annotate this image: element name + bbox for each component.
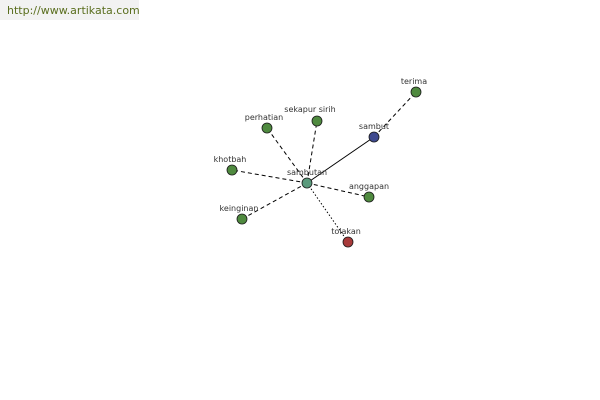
edge-sambutan-sambut bbox=[306, 136, 375, 184]
node-anggapan[interactable] bbox=[363, 191, 375, 203]
node-keinginan[interactable] bbox=[236, 213, 248, 225]
graph-nodes bbox=[226, 86, 422, 248]
node-label-khotbah[interactable]: khotbah bbox=[214, 155, 247, 164]
edge-sambutan-tolakan bbox=[306, 182, 349, 243]
site-url-banner[interactable]: http://www.artikata.com bbox=[0, 0, 140, 20]
edge-sambutan-anggapan bbox=[306, 182, 370, 198]
node-label-sekapur-sirih[interactable]: sekapur sirih bbox=[284, 105, 335, 114]
node-label-sambutan[interactable]: sambutan bbox=[287, 168, 327, 177]
node-label-keinginan[interactable]: keinginan bbox=[220, 204, 259, 213]
graph-labels: sambutan sambut terima sekapur sirihperhati… bbox=[214, 77, 428, 236]
node-terima[interactable] bbox=[410, 86, 422, 98]
node-label-terima[interactable]: terima bbox=[401, 77, 427, 86]
edge-sambut-terima bbox=[373, 91, 417, 138]
node-label-sambut[interactable]: sambut bbox=[359, 122, 389, 131]
node-tolakan[interactable] bbox=[342, 236, 354, 248]
node-perhatian[interactable] bbox=[261, 122, 273, 134]
edge-sambutan-perhatian bbox=[266, 127, 308, 184]
edge-sambutan-sekapur-sirih bbox=[306, 120, 318, 184]
node-label-tolakan[interactable]: tolakan bbox=[331, 227, 361, 236]
graph-edges bbox=[231, 91, 417, 243]
node-khotbah[interactable] bbox=[226, 164, 238, 176]
edge-sambutan-khotbah bbox=[231, 169, 308, 184]
node-label-perhatian[interactable]: perhatian bbox=[245, 113, 283, 122]
node-sekapur-sirih[interactable] bbox=[311, 115, 323, 127]
edge-sambutan-keinginan bbox=[241, 182, 308, 220]
node-label-anggapan[interactable]: anggapan bbox=[349, 182, 389, 191]
node-sambut[interactable] bbox=[368, 131, 380, 143]
node-sambutan[interactable] bbox=[301, 177, 313, 189]
site-url-text[interactable]: http://www.artikata.com bbox=[7, 3, 140, 17]
